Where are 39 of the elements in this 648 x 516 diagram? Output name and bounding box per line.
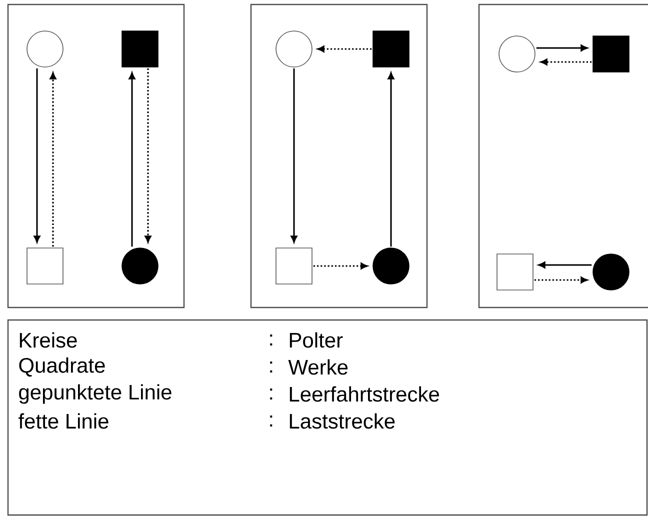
arrow	[128, 72, 136, 247]
square-marker	[26, 248, 64, 284]
key-text: Laststrecke	[290, 413, 395, 429]
circle-marker	[276, 30, 312, 68]
key-text: Quadrate	[19, 357, 105, 377]
arrow	[34, 68, 40, 243]
circle-marker	[592, 254, 630, 290]
arrow	[290, 68, 298, 243]
square-marker	[372, 30, 410, 68]
panel-frame	[250, 4, 428, 308]
key-text: Leerfahrtstrecke	[290, 386, 439, 402]
panel-frame	[7, 4, 185, 308]
key-text: :	[270, 388, 272, 400]
square-marker	[496, 254, 534, 290]
square-marker	[122, 30, 158, 68]
square-marker	[276, 248, 312, 284]
key-text: :	[270, 415, 272, 427]
square-marker	[592, 36, 630, 72]
key-text: Werke	[288, 359, 348, 375]
arrow	[50, 72, 56, 247]
arrow	[313, 262, 368, 270]
panel-frame	[478, 4, 648, 308]
key-text: Kreise	[20, 332, 77, 348]
arrow	[536, 44, 588, 52]
arrow	[538, 262, 592, 268]
circle-marker	[122, 248, 158, 284]
arrow	[540, 58, 592, 66]
key-text: :	[270, 361, 272, 373]
key-text: fette Linie	[18, 413, 108, 429]
arrow	[317, 46, 372, 52]
arrow	[144, 68, 152, 243]
circle-marker	[372, 248, 410, 284]
key-text: Polter	[290, 332, 343, 348]
arrow	[534, 276, 588, 284]
circle-marker	[26, 30, 64, 68]
circle-marker	[498, 36, 536, 72]
key-text: :	[270, 334, 272, 346]
key-text: gepunktete Linie	[19, 384, 172, 404]
arrow	[388, 72, 394, 247]
